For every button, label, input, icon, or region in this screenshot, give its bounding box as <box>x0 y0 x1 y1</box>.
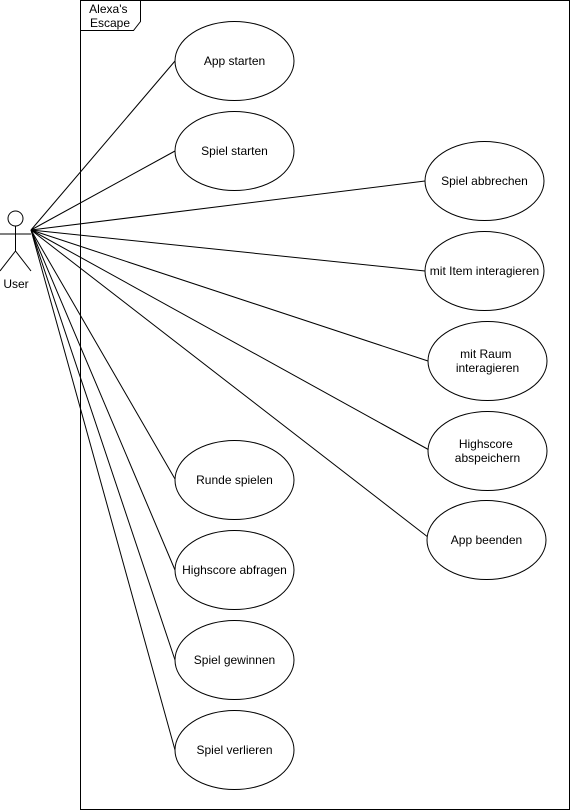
actor-head <box>7 210 24 227</box>
svg-text:Spiel verlieren: Spiel verlieren <box>196 743 272 757</box>
svg-text:Spiel starten: Spiel starten <box>201 144 268 158</box>
association-highscore-abspeichern <box>30 229 432 452</box>
association-mit-raum-interagieren <box>30 229 429 362</box>
svg-text:mit Raum interagieren: mit Raum interagieren <box>456 347 519 375</box>
use-case-label: Spiel verlieren <box>196 743 272 757</box>
svg-text:Runde spielen: Runde spielen <box>196 473 273 487</box>
association-runde-spielen <box>30 229 176 480</box>
use-case-ellipse <box>427 411 548 491</box>
use-case-ellipse <box>424 231 545 311</box>
use-case-label: App beenden <box>451 533 522 547</box>
use-case-label-line-2: abspeichern <box>455 451 520 465</box>
use-case-highscore-abfragen: Highscore abfragen <box>174 530 295 610</box>
association-spiel-verlieren <box>30 229 176 751</box>
use-case-label: Spiel gewinnen <box>194 653 275 667</box>
use-case-ellipse <box>174 111 295 191</box>
use-cases: App starten Spiel starten Spiel abbreche… <box>174 21 548 790</box>
use-case-app-starten: App starten <box>174 21 295 101</box>
use-case-label: mit Item interagieren <box>430 264 539 278</box>
use-case-label: Spiel starten <box>201 144 268 158</box>
use-case-ellipse <box>424 141 545 221</box>
association-mit-item-interagieren <box>30 229 426 272</box>
actor-user <box>0 210 32 272</box>
use-case-ellipse <box>174 620 295 700</box>
system-title: Alexa's Escape <box>89 2 131 30</box>
use-case-ellipse <box>426 500 547 580</box>
association-spiel-abbrechen <box>30 180 426 231</box>
use-case-spiel-abbrechen: Spiel abbrechen <box>424 141 545 221</box>
svg-text:Spiel gewinnen: Spiel gewinnen <box>194 653 275 667</box>
actor-label: User <box>3 277 28 291</box>
use-case-label: Spiel abbrechen <box>441 174 528 188</box>
svg-text:App starten: App starten <box>204 54 265 68</box>
use-case-label-line-2: interagieren <box>456 361 519 375</box>
svg-text:mit Item interagieren: mit Item interagieren <box>430 264 539 278</box>
use-case-spiel-starten: Spiel starten <box>174 111 295 191</box>
use-case-app-beenden: App beenden <box>426 500 547 580</box>
association-highscore-abfragen <box>30 229 176 571</box>
use-case-spiel-verlieren: Spiel verlieren <box>174 710 295 790</box>
association-spiel-gewinnen <box>30 229 176 661</box>
system-boundary-frame <box>80 0 570 810</box>
use-case-mit-item-interagieren: mit Item interagieren <box>424 231 545 311</box>
actor-left-leg <box>0 250 16 272</box>
actor-right-leg <box>15 250 32 272</box>
svg-text:App beenden: App beenden <box>451 533 522 547</box>
use-case-spiel-gewinnen: Spiel gewinnen <box>174 620 295 700</box>
use-case-ellipse <box>174 530 295 610</box>
svg-text:Highscore abfragen: Highscore abfragen <box>182 563 287 577</box>
use-case-highscore-abspeichern: Highscore abspeichern <box>427 411 548 491</box>
system-boundary-title-tab <box>80 0 141 31</box>
system-title-line-2: Escape <box>90 16 130 30</box>
use-case-label: Highscore abfragen <box>182 563 287 577</box>
svg-text:Spiel abbrechen: Spiel abbrechen <box>441 174 528 188</box>
association-spiel-starten <box>30 150 176 231</box>
system-boundary: Alexa's Escape <box>80 0 570 810</box>
use-case-ellipse <box>427 321 548 401</box>
use-case-label-line-1: Highscore <box>459 437 513 451</box>
use-case-label: App starten <box>204 54 265 68</box>
association-app-starten <box>30 60 176 231</box>
use-case-ellipse <box>174 21 295 101</box>
use-case-ellipse <box>174 710 295 790</box>
use-case-label-line-1: mit Raum <box>460 347 511 361</box>
use-case-runde-spielen: Runde spielen <box>174 440 295 520</box>
associations <box>30 60 434 751</box>
system-title-line-1: Alexa's <box>89 2 127 16</box>
use-case-ellipse <box>174 440 295 520</box>
svg-text:Highscore abspeichern: Highscore abspeichern <box>455 437 520 465</box>
association-app-beenden <box>30 229 434 542</box>
use-case-label: Runde spielen <box>196 473 273 487</box>
use-case-mit-raum-interagieren: mit Raum interagieren <box>427 321 548 401</box>
